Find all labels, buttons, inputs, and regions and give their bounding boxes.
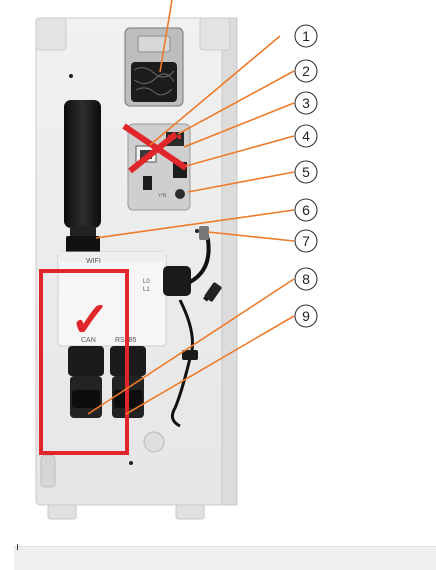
bottom-foot-left — [47, 504, 77, 520]
leader-line-8 — [87, 278, 295, 415]
l1-label: L1 — [143, 287, 150, 293]
screw-hole-top — [69, 74, 73, 78]
side-latch — [40, 454, 56, 488]
callout-9: 9 — [294, 304, 318, 328]
leader-line-1 — [149, 35, 281, 146]
blank-plug — [143, 431, 165, 453]
svg-text:9: 9 — [302, 308, 310, 324]
leader-line-4 — [185, 135, 295, 167]
enclosure-side-rail — [221, 17, 238, 506]
switch-label: Y/N — [158, 193, 167, 199]
side-cable-assembly — [163, 226, 222, 428]
top-mount-tab-right — [199, 17, 231, 51]
svg-text:8: 8 — [302, 271, 310, 287]
svg-text:5: 5 — [302, 164, 310, 180]
callout-8: 8 — [294, 267, 318, 291]
callout-7: 7 — [294, 229, 318, 253]
check-mark: ✓ — [70, 294, 110, 347]
svg-text:6: 6 — [302, 202, 310, 218]
wifi-antenna — [64, 100, 101, 254]
svg-text:7: 7 — [302, 233, 310, 249]
callout-2: 2 — [294, 59, 318, 83]
can-port-label: CAN — [81, 337, 96, 344]
callout-3: 3 — [294, 91, 318, 115]
svg-text:4: 4 — [302, 128, 310, 144]
leader-line-2 — [177, 70, 295, 135]
wifi-port-label: WIFI — [86, 258, 101, 265]
callout-1: 1 — [294, 24, 318, 48]
svg-text:1: 1 — [302, 28, 310, 44]
communication-module: WIFI L0 L1 CAN RS485 — [57, 251, 167, 347]
leader-line-5 — [187, 171, 295, 193]
callouts: 1 2 3 4 5 6 7 8 — [294, 24, 318, 328]
bottom-foot-right — [175, 504, 205, 520]
reset-button — [175, 189, 185, 199]
leader-line-9 — [125, 315, 295, 415]
top-mount-tab-left — [35, 17, 67, 51]
svg-text:3: 3 — [302, 95, 310, 111]
bottom-strip — [14, 546, 436, 570]
usb-port — [143, 176, 152, 190]
callout-4: 4 — [294, 124, 318, 148]
leader-line-top — [159, 0, 173, 73]
leader-line-6 — [95, 209, 295, 239]
antenna-connector — [199, 226, 209, 240]
callout-5: 5 — [294, 160, 318, 184]
recommended-highlight-box — [39, 269, 129, 455]
callout-6: 6 — [294, 198, 318, 222]
can-cable-gland — [68, 346, 104, 418]
l0-label: L0 — [143, 279, 150, 285]
svg-text:2: 2 — [302, 63, 310, 79]
leader-line-7 — [207, 231, 295, 242]
bottom-edge-mark — [17, 544, 21, 550]
screw-hole-right — [195, 229, 199, 233]
not-used-cross — [122, 123, 188, 174]
leader-line-3 — [183, 102, 295, 148]
callout-leader-lines — [87, 0, 295, 415]
screw-hole-bottom — [129, 461, 133, 465]
top-cable-gland — [124, 27, 184, 107]
